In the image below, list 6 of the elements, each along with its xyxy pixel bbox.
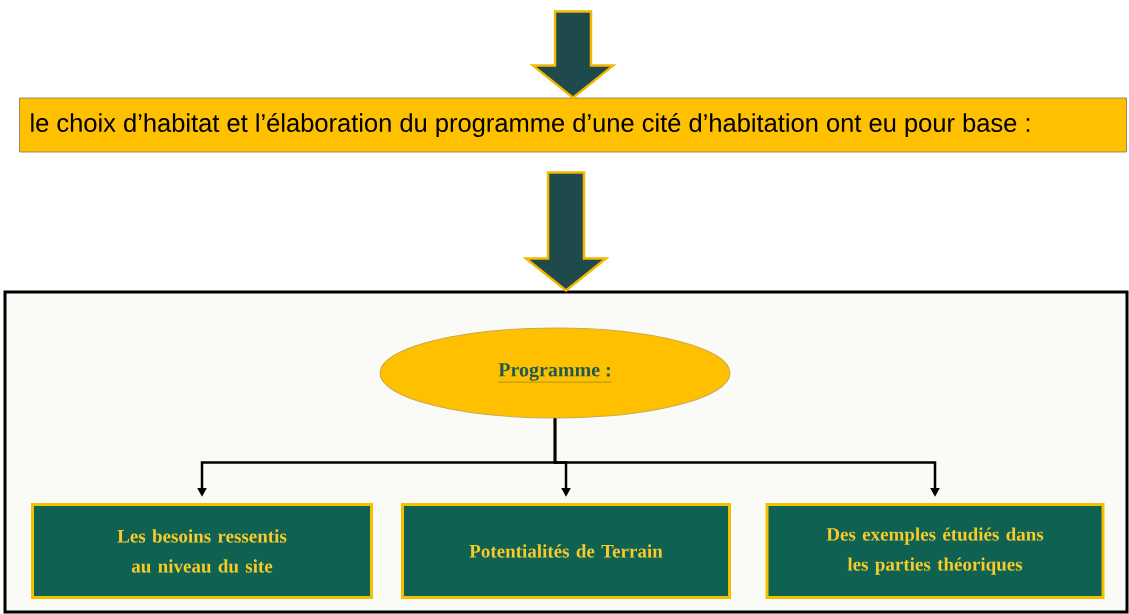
- process-box: Les besoins ressentis au niveau du site: [31, 503, 373, 599]
- process-box: Potentialités de Terrain: [401, 503, 731, 599]
- block-arrow: [522, 171, 610, 293]
- block-arrow: [529, 10, 617, 100]
- banner-box: le choix d’habitat et l’élaboration du programme d’une cité d’habitation ont eu pour base :: [19, 97, 1127, 153]
- process-box: Des exemples étudiés dans les parties théoriques: [765, 503, 1105, 599]
